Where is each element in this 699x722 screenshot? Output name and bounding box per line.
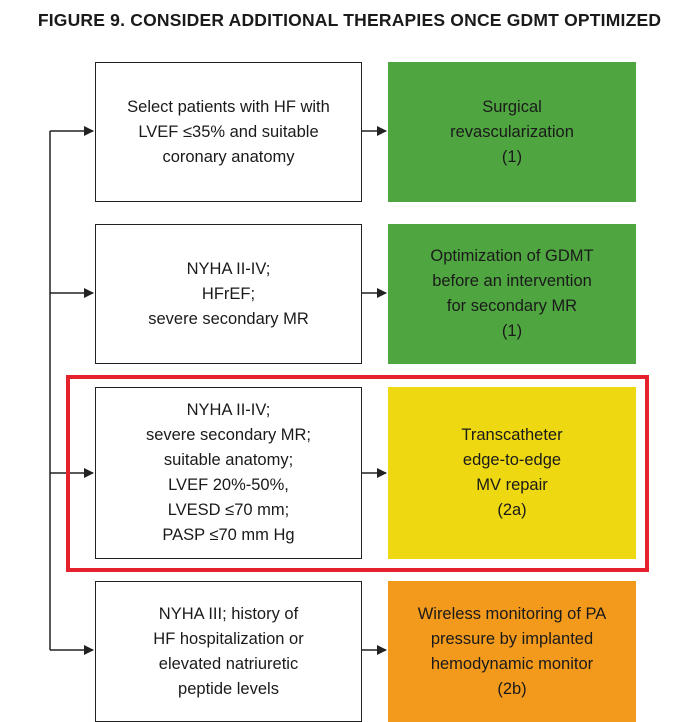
therapy-text: Transcatheter edge-to-edge MV repair (2a… xyxy=(461,426,563,519)
therapy-text: Surgical revascularization (1) xyxy=(450,97,574,166)
therapy-text: Wireless monitoring of PA pressure by im… xyxy=(417,604,607,698)
therapy-box-row-3: Transcatheter edge-to-edge MV repair (2a… xyxy=(388,387,636,559)
figure-title: FIGURE 9. CONSIDER ADDITIONAL THERAPIES … xyxy=(37,10,662,30)
highlight-frame xyxy=(66,375,649,572)
criteria-text: Select patients with HF with LVEF ≤35% a… xyxy=(127,97,330,166)
criteria-box-row-1: Select patients with HF with LVEF ≤35% a… xyxy=(95,62,362,202)
therapy-box-row-2: Optimization of GDMT before an intervent… xyxy=(388,224,636,364)
criteria-text: NYHA III; history of HF hospitalization … xyxy=(153,604,304,698)
therapy-box-row-1: Surgical revascularization (1) xyxy=(388,62,636,202)
therapy-box-row-4: Wireless monitoring of PA pressure by im… xyxy=(388,581,636,722)
criteria-box-row-3: NYHA II-IV; severe secondary MR; suitabl… xyxy=(95,387,362,559)
criteria-box-row-4: NYHA III; history of HF hospitalization … xyxy=(95,581,362,722)
therapy-text: Optimization of GDMT before an intervent… xyxy=(430,247,594,340)
criteria-text: NYHA II-IV; severe secondary MR; suitabl… xyxy=(145,401,312,544)
criteria-box-row-2: NYHA II-IV; HFrEF; severe secondary MR xyxy=(95,224,362,364)
criteria-text: NYHA II-IV; HFrEF; severe secondary MR xyxy=(148,259,309,328)
